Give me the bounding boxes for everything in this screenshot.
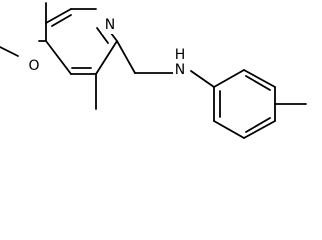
bond-aryl-c5-c6 bbox=[213, 120, 245, 139]
amine-nitrogen-mask bbox=[173, 61, 187, 79]
bond-network bbox=[0, 2, 307, 139]
methoxy-oxygen-label: O bbox=[28, 58, 39, 74]
bond-c5-ch2 bbox=[116, 40, 136, 74]
bond-amine-nitrogen-aryl bbox=[190, 70, 215, 88]
bond-aryl-c2-c3 bbox=[243, 69, 276, 88]
bond-aryl-c2-c3-double bbox=[245, 75, 271, 91]
bond-c1-c6 bbox=[45, 8, 72, 24]
bond-c3-c2 bbox=[45, 40, 72, 75]
bond-methoxy-oxygen-methyl bbox=[0, 46, 19, 57]
pyridine-nitrogen-mask bbox=[102, 16, 118, 34]
atom-labels: N O N H bbox=[26, 16, 187, 79]
bond-aryl-c4-c5-double bbox=[245, 117, 271, 133]
bond-c6-c1-inner-double bbox=[51, 14, 72, 27]
bond-aryl-c1-c2 bbox=[213, 69, 245, 88]
pyridine-nitrogen-label: N bbox=[105, 17, 115, 33]
bond-pyridine-nitrogen-c5-double bbox=[96, 27, 109, 44]
methoxy-oxygen-mask bbox=[26, 57, 42, 75]
chemical-structure-diagram: N O N H bbox=[0, 2, 307, 139]
amine-nitrogen-label: N bbox=[175, 62, 185, 78]
amine-hydrogen-label: H bbox=[175, 47, 186, 63]
bond-aryl-c4-c5 bbox=[243, 120, 276, 139]
bond-c5-c4 bbox=[95, 40, 118, 75]
